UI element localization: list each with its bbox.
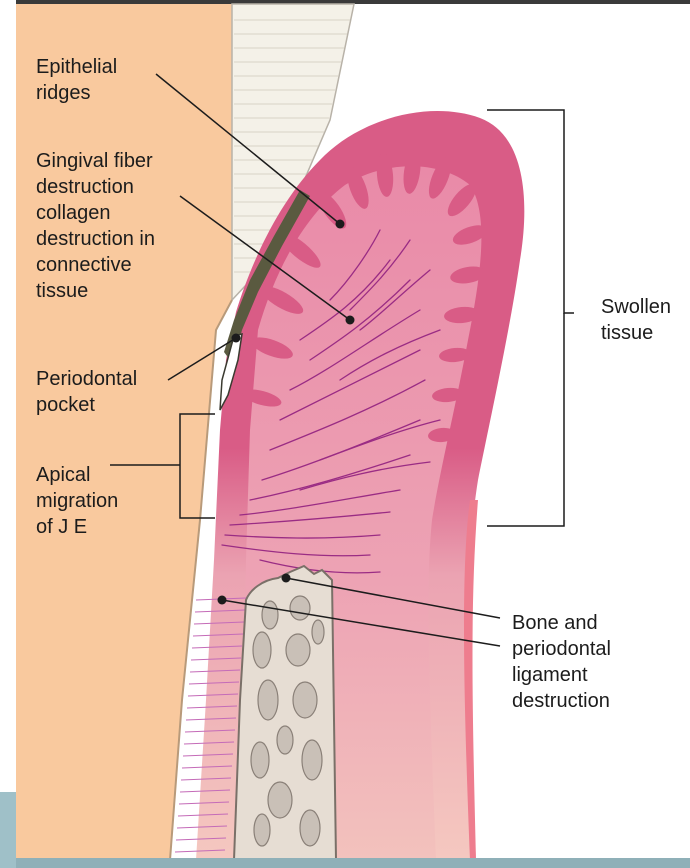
left-border [0, 0, 16, 868]
periodontal-pocket-label: Periodontal pocket [36, 366, 137, 418]
bottom-bar [0, 858, 690, 868]
swollen-tissue-label: Swollen tissue [601, 294, 671, 346]
bottom-left-block [0, 792, 16, 868]
apical-migration-label: Apical migration of J E [36, 462, 118, 540]
gingival-fiber-destruction-label: Gingival fiber destruction collagen dest… [36, 148, 155, 304]
epithelial-ridges-label: Epithelial ridges [36, 54, 117, 106]
bone-ligament-destruction-label: Bone and periodontal ligament destructio… [512, 610, 611, 714]
